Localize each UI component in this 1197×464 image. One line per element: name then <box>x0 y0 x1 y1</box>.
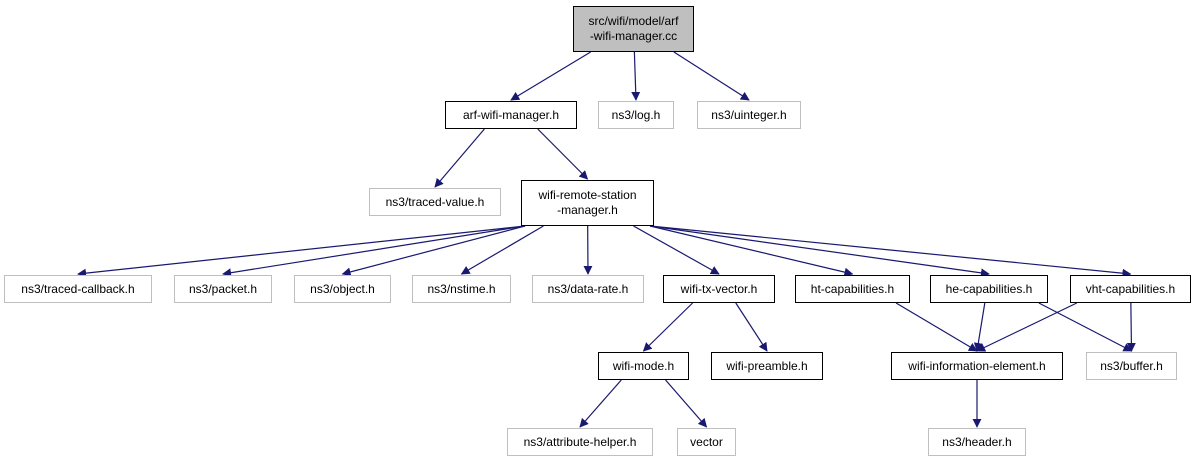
edge-ht_cap_h-to-wie_h <box>895 302 978 352</box>
node-label: ns3/traced-callback.h <box>21 281 135 296</box>
node-label: ns3/nstime.h <box>427 281 496 296</box>
node-label: ns3/header.h <box>942 434 1012 449</box>
node-label: wifi-mode.h <box>612 358 675 373</box>
node-label: wifi-information-element.h <box>908 358 1046 373</box>
node-he-capabilities-h[interactable]: he-capabilities.h <box>930 275 1048 303</box>
node-label: ns3/log.h <box>611 107 661 122</box>
node-label: wifi-remote-station-manager.h <box>538 188 637 217</box>
node-vht-capabilities-h[interactable]: vht-capabilities.h <box>1070 275 1191 303</box>
edge-arf_h-to-wrsm_h <box>537 128 589 180</box>
node-label: vector <box>690 434 723 449</box>
edge-wrsm_h-to-traced_callback_h <box>77 225 526 278</box>
edge-wrsm_h-to-tx_vector_h <box>633 225 720 275</box>
edge-root-to-uinteger_h <box>673 51 750 101</box>
node-arf-wifi-manager-cc: src/wifi/model/arf-wifi-manager.cc <box>573 6 694 52</box>
node-ns3-object-h: ns3/object.h <box>294 275 391 303</box>
node-ns3-attribute-helper-h: ns3/attribute-helper.h <box>507 428 653 456</box>
node-wifi-mode-h[interactable]: wifi-mode.h <box>598 352 689 380</box>
node-label: src/wifi/model/arf-wifi-manager.cc <box>588 14 679 43</box>
node-label: he-capabilities.h <box>945 281 1033 296</box>
edge-wrsm_h-to-ht_cap_h <box>649 225 854 277</box>
node-label: ns3/uinteger.h <box>711 107 787 122</box>
node-ns3-buffer-h: ns3/buffer.h <box>1086 352 1177 380</box>
node-label: ns3/attribute-helper.h <box>523 434 637 449</box>
node-ns3-header-h: ns3/header.h <box>928 428 1026 456</box>
node-ns3-uinteger-h: ns3/uinteger.h <box>697 101 801 129</box>
edge-wrsm_h-to-nstime_h <box>460 225 544 275</box>
node-ns3-log-h: ns3/log.h <box>598 101 674 129</box>
edge-wrsm_h-to-vht_cap_h <box>649 225 1132 278</box>
edge-wrsm_h-to-he_cap_h <box>649 225 990 278</box>
edge-root-to-log_h <box>631 51 641 101</box>
node-ns3-data-rate-h: ns3/data-rate.h <box>532 275 644 303</box>
node-label: wifi-preamble.h <box>726 358 808 373</box>
node-label: ns3/buffer.h <box>1100 358 1163 373</box>
node-label: ns3/traced-value.h <box>385 194 485 209</box>
edge-root-to-arf_h <box>510 51 591 101</box>
node-label: ns3/data-rate.h <box>547 281 629 296</box>
node-label: ns3/packet.h <box>188 281 258 296</box>
node-arf-wifi-manager-h[interactable]: arf-wifi-manager.h <box>445 101 577 129</box>
edge-wrsm_h-to-object_h <box>341 225 526 277</box>
edge-wrsm_h-to-packet_h <box>222 225 526 278</box>
edge-he_cap_h-to-wie_h <box>973 302 986 352</box>
edge-arf_h-to-traced_value_h <box>434 128 485 188</box>
node-wifi-preamble-h[interactable]: wifi-preamble.h <box>711 352 823 380</box>
edge-tx_vector_h-to-wifi_preamble_h <box>735 302 768 352</box>
edge-wifi_mode_h-to-attr_helper_h <box>579 379 622 428</box>
node-label: vht-capabilities.h <box>1085 281 1176 296</box>
node-vector: vector <box>677 428 736 456</box>
node-wifi-information-element-h[interactable]: wifi-information-element.h <box>891 352 1063 380</box>
edge-tx_vector_h-to-wifi_mode_h <box>642 302 693 352</box>
node-ns3-packet-h: ns3/packet.h <box>174 275 272 303</box>
node-label: ht-capabilities.h <box>810 281 895 296</box>
node-label: arf-wifi-manager.h <box>462 107 560 122</box>
edge-vht_cap_h-to-wie_h <box>976 302 1078 352</box>
node-ns3-nstime-h: ns3/nstime.h <box>412 275 511 303</box>
node-label: ns3/object.h <box>310 281 375 296</box>
edge-vht_cap_h-to-buffer_h <box>1126 302 1136 352</box>
node-ns3-traced-value-h: ns3/traced-value.h <box>369 188 501 216</box>
edge-he_cap_h-to-buffer_h <box>1038 302 1133 352</box>
edge-wifi_mode_h-to-vector <box>665 379 708 428</box>
node-ht-capabilities-h[interactable]: ht-capabilities.h <box>795 275 910 303</box>
node-ns3-traced-callback-h: ns3/traced-callback.h <box>4 275 152 303</box>
node-wifi-tx-vector-h[interactable]: wifi-tx-vector.h <box>663 275 775 303</box>
node-wifi-remote-station-manager-h[interactable]: wifi-remote-station-manager.h <box>521 180 654 226</box>
node-label: wifi-tx-vector.h <box>680 281 758 296</box>
